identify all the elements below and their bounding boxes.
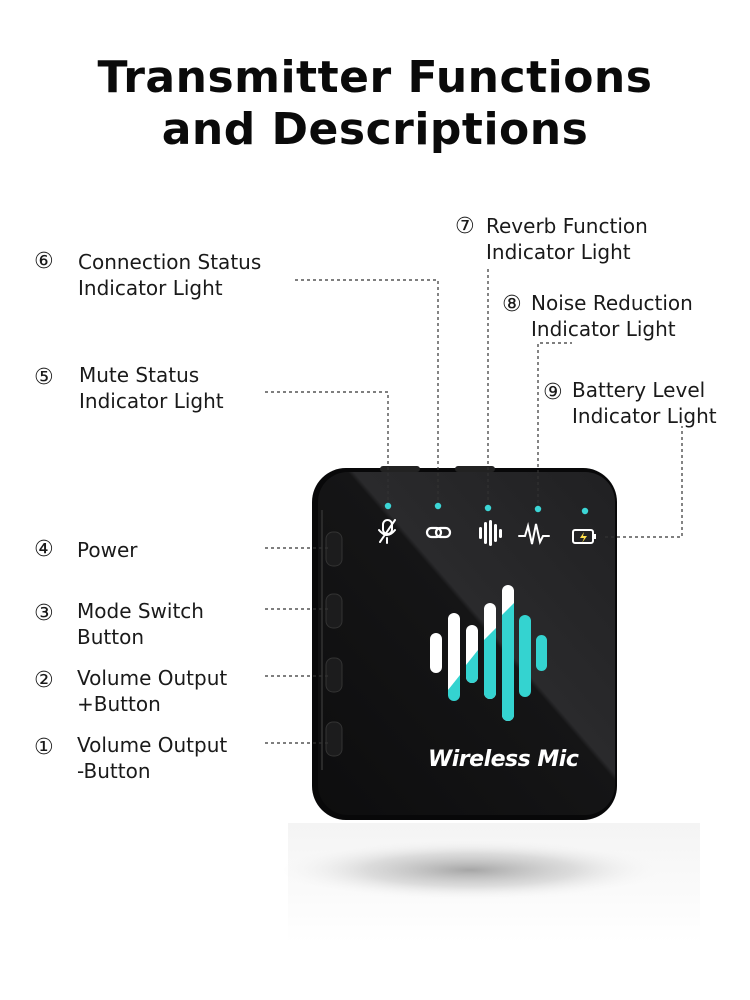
device-brand-label: Wireless Mic <box>428 747 579 772</box>
callout-4-label: Power <box>77 537 137 563</box>
leader-lines <box>265 266 683 744</box>
mic-muted-icon <box>378 519 396 544</box>
callout-1-label: Volume Output -Button <box>77 732 227 784</box>
callout-7-line-2: Indicator Light <box>486 240 631 264</box>
mode-side-button <box>325 593 343 629</box>
callout-5-label: Mute Status Indicator Light <box>79 362 224 414</box>
callout-5-number: ⑤ <box>34 365 54 390</box>
callout-4-line-1: Power <box>77 538 138 562</box>
callout-9-number: ⑨ <box>543 380 563 405</box>
callout-5-line-1: Mute Status <box>79 363 200 387</box>
indicator-dots <box>384 502 589 515</box>
callout-1-line-2: -Button <box>77 759 151 783</box>
battery-icon <box>572 529 596 544</box>
callout-7-line-1: Reverb Function <box>486 214 648 238</box>
reverb-bars-icon <box>479 520 502 546</box>
callout-2-line-1: Volume Output <box>77 666 228 690</box>
waveform-logo <box>430 585 547 721</box>
link-icon <box>425 526 452 539</box>
floor-shadow <box>280 840 660 900</box>
volume-minus-side-button <box>325 721 343 757</box>
callout-7-number: ⑦ <box>455 214 475 239</box>
callout-6-line-1: Connection Status <box>78 250 262 274</box>
callout-9-line-2: Indicator Light <box>572 404 717 428</box>
callout-6-line-2: Indicator Light <box>78 276 223 300</box>
callout-8-line-1: Noise Reduction <box>531 291 693 315</box>
callout-5-line-2: Indicator Light <box>79 389 224 413</box>
callout-3-label: Mode Switch Button <box>77 598 204 650</box>
callout-8-label: Noise Reduction Indicator Light <box>531 290 693 342</box>
callout-2-label: Volume Output +Button <box>77 665 227 717</box>
callout-3-line-1: Mode Switch <box>77 599 204 623</box>
callout-1-number: ① <box>34 735 54 760</box>
callout-8-line-2: Indicator Light <box>531 317 676 341</box>
callout-8-number: ⑧ <box>502 292 522 317</box>
title-line-1: Transmitter Functions <box>97 52 653 103</box>
power-side-button <box>325 531 343 567</box>
callout-6-label: Connection Status Indicator Light <box>78 249 261 301</box>
title-line-2: and Descriptions <box>161 104 589 155</box>
callout-1-line-1: Volume Output <box>77 733 228 757</box>
callout-6-number: ⑥ <box>34 249 54 274</box>
volume-plus-side-button <box>325 657 343 693</box>
callout-2-number: ② <box>34 668 54 693</box>
callout-9-label: Battery Level Indicator Light <box>572 377 717 429</box>
callout-7-label: Reverb Function Indicator Light <box>486 213 648 265</box>
callout-3-number: ③ <box>34 601 54 626</box>
callout-3-line-2: Button <box>77 625 144 649</box>
callout-9-line-1: Battery Level <box>572 378 706 402</box>
noise-wave-icon <box>518 522 550 545</box>
page-title: Transmitter Functions and Descriptions <box>0 52 750 156</box>
callout-4-number: ④ <box>34 537 54 562</box>
callout-2-line-2: +Button <box>77 692 161 716</box>
